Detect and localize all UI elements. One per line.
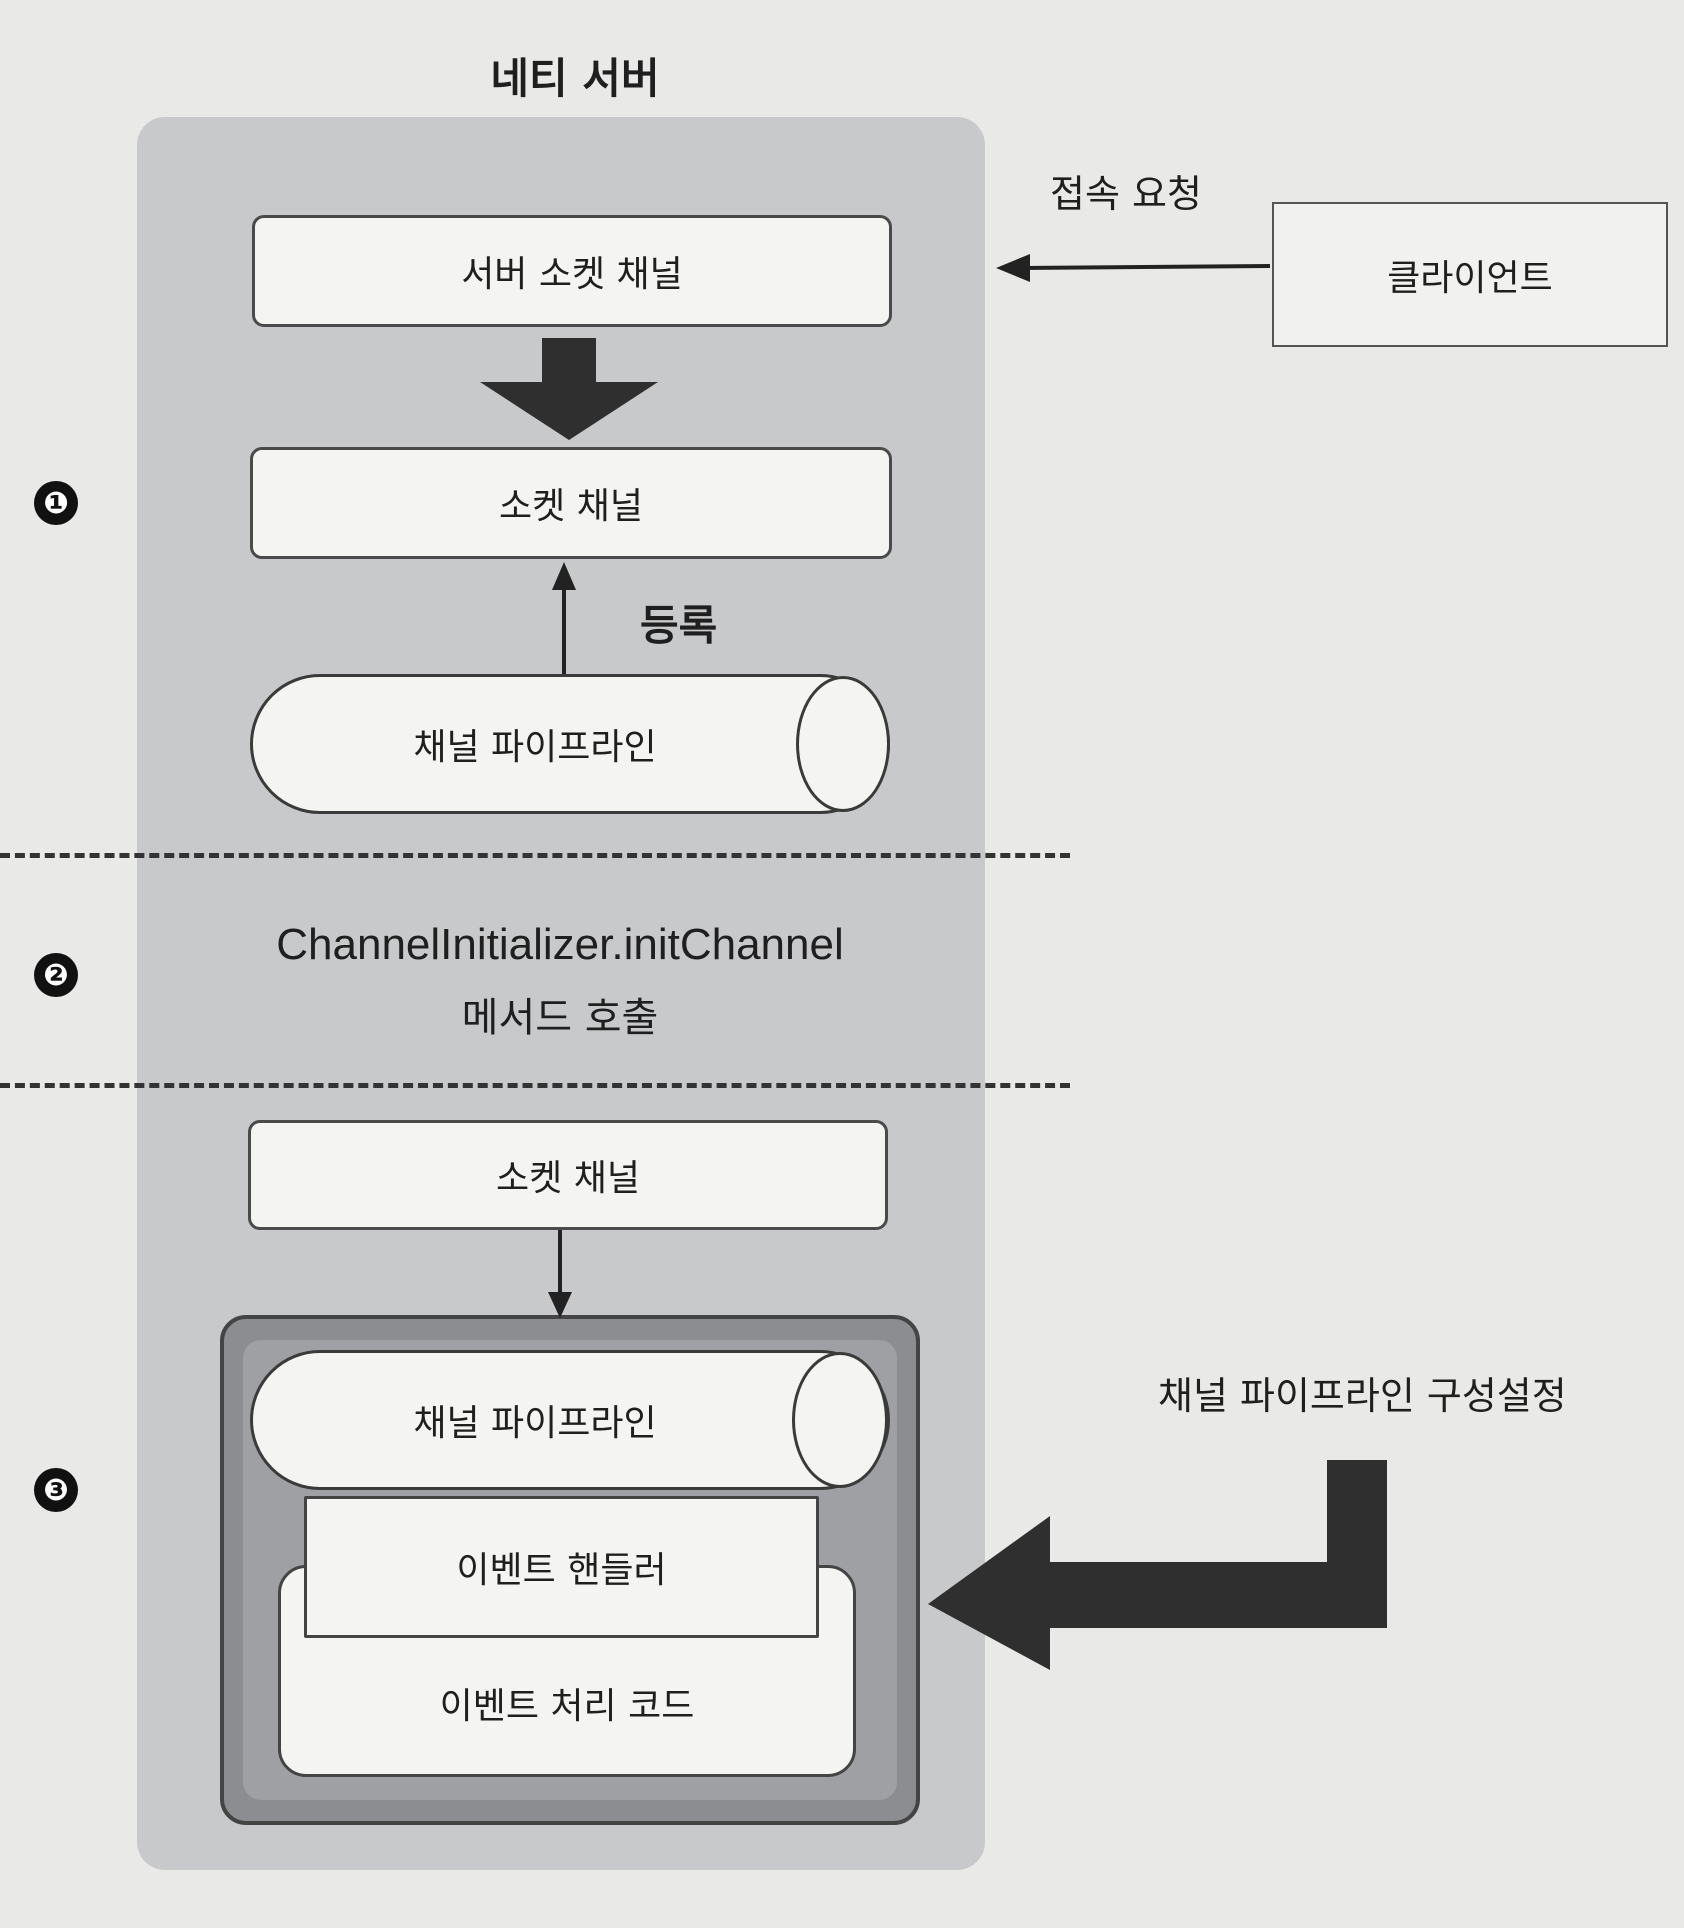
socket-channel-box-1: 소켓 채널 [250, 447, 892, 559]
init-channel-call-text: ChannelInitializer.initChannel [276, 920, 844, 969]
channel-pipeline-2: 채널 파이프라인 [250, 1350, 890, 1490]
configure-pipeline-arrow [928, 1460, 1387, 1670]
client-box: 클라이언트 [1272, 202, 1668, 347]
pipeline-2-end-cap [792, 1352, 888, 1488]
step-3-marker: ❸ [34, 1468, 78, 1512]
server-title: 네티 서버 [490, 54, 660, 103]
divider-2 [0, 1083, 1070, 1088]
accept-down-arrow [480, 338, 658, 440]
server-socket-channel-box: 서버 소켓 채널 [252, 215, 892, 327]
channel-pipeline-1: 채널 파이프라인 [250, 674, 890, 814]
event-handler-box: 이벤트 핸들러 [304, 1496, 819, 1638]
pipeline-config-label: 채널 파이프라인 구성설정 [1158, 1374, 1567, 1418]
channel-to-pipeline-arrow [548, 1230, 572, 1318]
method-call-text: 메서드 호출 [461, 995, 659, 1041]
pipeline-1-end-cap [796, 676, 890, 812]
step-1-marker: ❶ [34, 481, 78, 525]
connect-arrow [996, 254, 1271, 282]
register-arrow [552, 562, 576, 674]
socket-channel-box-2: 소켓 채널 [248, 1120, 888, 1230]
divider-1 [0, 853, 1070, 858]
register-label: 등록 [640, 601, 718, 650]
step-2-marker: ❷ [34, 953, 78, 997]
connect-request-label: 접속 요청 [1050, 172, 1202, 216]
